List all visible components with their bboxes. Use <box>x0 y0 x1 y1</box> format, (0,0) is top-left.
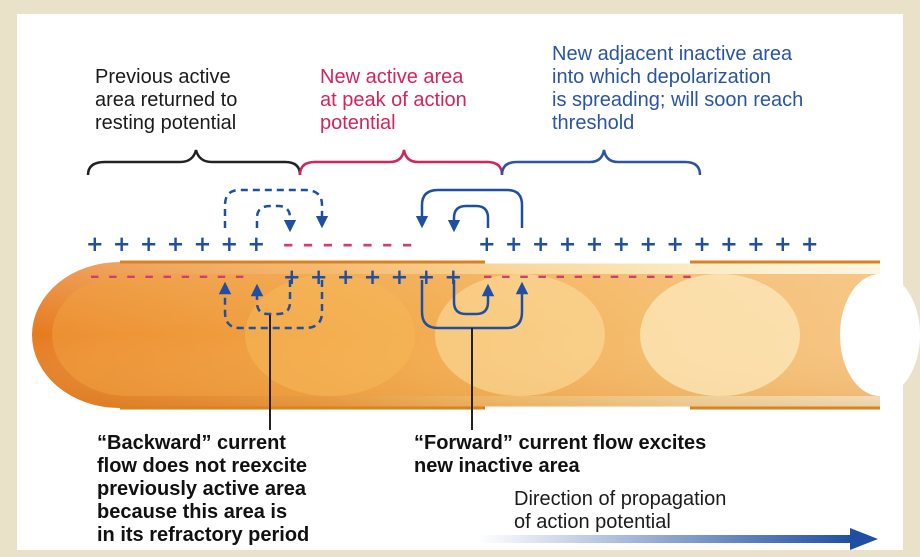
backward-current-loops <box>218 188 329 330</box>
brace-new-active <box>298 149 504 176</box>
inner-minus-left: – – – – – – – – – <box>90 265 246 287</box>
outer-plus-left: + + + + + + + <box>86 232 267 256</box>
label-previous-active-area: Previous active area returned to resting… <box>95 66 238 134</box>
propagation-arrow <box>478 528 878 550</box>
label-direction-of-propagation: Direction of propagation of action poten… <box>514 488 727 533</box>
inner-minus-right: – – – – – – – – – – – – <box>483 265 693 287</box>
outer-plus-right: + + + + + + + + + + + + + <box>478 232 820 256</box>
axon <box>32 260 920 410</box>
brace-previous-active <box>86 149 302 176</box>
label-new-active-area: New active area at peak of action potent… <box>320 66 467 134</box>
inner-plus-middle: + + + + + + + <box>283 265 464 289</box>
label-adjacent-inactive-area: New adjacent inactive area into which de… <box>552 43 804 134</box>
outer-minus-middle: – – – – – – – <box>283 232 414 256</box>
brace-adjacent-inactive <box>500 149 702 176</box>
label-forward-current: “Forward” current flow excites new inact… <box>414 432 707 477</box>
label-backward-current: “Backward” current flow does not reexcit… <box>97 432 310 546</box>
